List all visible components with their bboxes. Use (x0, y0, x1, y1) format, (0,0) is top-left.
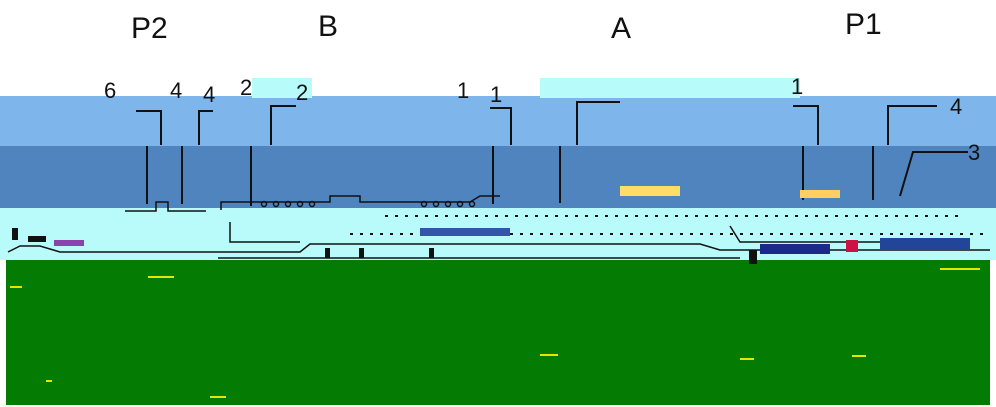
label-p1: P1 (845, 8, 882, 41)
leader-1-p1 (793, 105, 819, 145)
label-2-a: 2 (240, 75, 253, 100)
board-accent-marks (54, 186, 970, 254)
component (429, 248, 434, 258)
leader-a (576, 101, 620, 145)
component (28, 236, 46, 242)
label-6: 6 (104, 78, 117, 103)
label-2-b: 2 (296, 80, 309, 105)
label-3: 3 (968, 140, 981, 165)
leader-3 (899, 151, 968, 197)
top-strip (540, 78, 800, 98)
label-1-p1: 1 (791, 74, 804, 99)
label-p2: P2 (131, 12, 168, 45)
label-1-b2: 1 (490, 82, 503, 107)
green-board (6, 260, 990, 405)
component (325, 248, 330, 258)
connector-b (220, 195, 500, 210)
leader-1-b (490, 107, 512, 145)
component (12, 228, 18, 240)
board-components (12, 228, 757, 264)
component (359, 248, 364, 258)
top-strip (252, 78, 312, 98)
mid-band (0, 146, 996, 210)
leader-lines (136, 101, 968, 206)
connector-p2 (125, 201, 206, 212)
board-speckles (10, 268, 980, 398)
label-1-b: 1 (457, 78, 470, 103)
component (749, 250, 757, 264)
sky-band (0, 96, 996, 146)
label-4-left: 4 (170, 78, 183, 103)
leader-4-left (198, 110, 213, 145)
label-a: A (611, 12, 632, 45)
leader-4-right (887, 105, 937, 145)
label-4-right: 4 (950, 94, 963, 119)
label-b: B (318, 10, 339, 43)
label-4-left-b: 4 (203, 82, 216, 107)
board-outline (7, 222, 990, 259)
leader-6 (136, 110, 162, 145)
leader-2 (270, 105, 296, 145)
